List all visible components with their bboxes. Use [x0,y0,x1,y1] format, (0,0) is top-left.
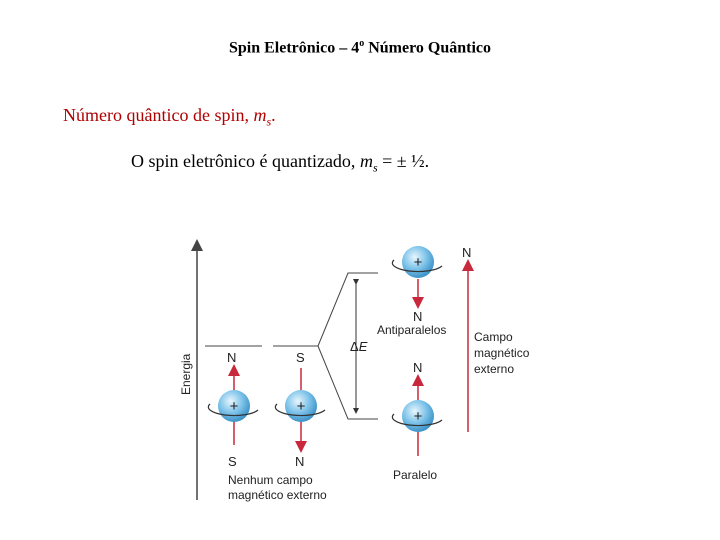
left-electron-2-plus: + [297,398,306,415]
split-line-lower [318,346,378,419]
delta-e-label: ΔE [350,339,368,354]
no-field-label-line2: magnético externo [228,488,327,502]
external-field-label-line2: magnético [474,346,530,360]
antiparallel-label: Antiparalelos [377,323,446,337]
antiparallel-pole: N [413,309,422,324]
right-electron-bottom-pole: N [295,454,304,469]
left-electron-1-plus: + [230,398,239,415]
external-field-label-line1: Campo [474,330,513,344]
energy-label: Energia [179,353,193,395]
no-field-label-line1: Nenhum campo [228,473,313,487]
antiparallel-plus: + [414,254,423,271]
external-field-pole: N [462,245,471,260]
left-electron-bottom-pole: S [228,454,237,469]
right-electron-top-pole: S [296,350,305,365]
parallel-plus: + [414,408,423,425]
parallel-pole: N [413,360,422,375]
external-field-label-line3: externo [474,362,514,376]
split-line-upper [318,273,378,346]
left-electron-top-pole: N [227,350,236,365]
parallel-label: Paralelo [393,468,437,482]
